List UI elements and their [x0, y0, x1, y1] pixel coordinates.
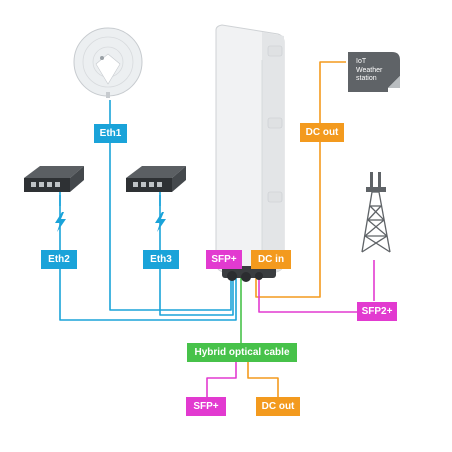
dc-out-label: DC out: [300, 123, 344, 142]
sfp-plus-bottom-label: SFP+: [186, 397, 226, 416]
cell-tower-icon: [362, 172, 390, 252]
iot-line-1: IoT: [356, 58, 396, 67]
dc-out-bottom-label: DC out: [256, 397, 300, 416]
eth2-label: Eth2: [41, 250, 77, 269]
sfp-plus-label: SFP+: [206, 250, 242, 269]
hybrid-optical-cable-label: Hybrid optical cable: [187, 343, 297, 362]
eth1-label: Eth1: [94, 124, 127, 143]
sfp2-plus-label: SFP2+: [357, 302, 397, 321]
outdoor-router-icon: [216, 25, 284, 282]
iot-line-2: Weather: [356, 67, 396, 76]
iot-weather-station-label: IoT Weather station: [356, 58, 396, 84]
dc-in-label: DC in: [251, 250, 291, 269]
hybrid-to-dc: [248, 362, 278, 397]
hybrid-to-sfp: [207, 362, 236, 397]
switch-icon: [24, 166, 84, 192]
iot-line-3: station: [356, 75, 396, 84]
switch-icon: [126, 166, 186, 192]
antenna-dish-icon: [74, 28, 142, 98]
sfp2-cable-link: [259, 276, 358, 312]
eth1-cable: [110, 100, 231, 310]
eth3-label: Eth3: [143, 250, 179, 269]
